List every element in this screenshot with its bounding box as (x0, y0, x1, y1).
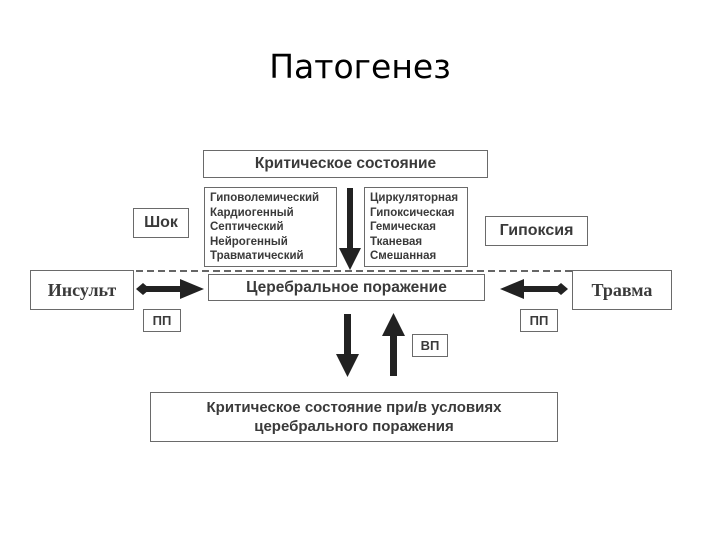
result-box: Критическое состояние при/в условиях цер… (150, 392, 558, 442)
hypoxia-type-item: Гемическая (370, 221, 436, 233)
result-line-2: церебрального поражения (254, 418, 454, 435)
pp-left-box: ПП (143, 309, 181, 332)
trauma-label: Травма (591, 279, 653, 300)
page-title: Патогенез (269, 47, 451, 86)
pp-right-box: ПП (520, 309, 558, 332)
arrow-down-to-result (336, 314, 359, 377)
vp-label: ВП (420, 338, 440, 353)
critical-state-box: Критическое состояние (203, 150, 488, 178)
arrow-trauma-to-cerebral (500, 279, 568, 299)
hypoxia-label: Гипоксия (499, 222, 574, 239)
hypoxia-type-item: Смешанная (370, 250, 437, 262)
arrow-down-to-cerebral (339, 188, 361, 270)
hypoxia-type-item: Гипоксическая (370, 206, 455, 219)
stroke-box: Инсульт (30, 270, 134, 310)
hypoxia-types-box: Циркуляторная Гипоксическая Гемическая Т… (364, 187, 468, 267)
shock-type-item: Кардиогенный (210, 206, 294, 219)
shock-types-box: Гиповолемический Кардиогенный Септически… (204, 187, 337, 267)
arrow-up-from-result (382, 313, 405, 376)
hypoxia-box: Гипоксия (485, 216, 588, 246)
pp-left-label: ПП (152, 313, 172, 328)
stroke-label: Инсульт (47, 279, 117, 300)
shock-label: Шок (144, 214, 178, 231)
hypoxia-type-item: Тканевая (370, 235, 423, 248)
shock-type-item: Гиповолемический (210, 192, 320, 204)
result-line-1: Критическое состояние при/в условиях (206, 399, 502, 416)
shock-type-item: Травматический (210, 250, 304, 262)
arrow-stroke-to-cerebral (136, 279, 204, 299)
trauma-box: Травма (572, 270, 672, 310)
hypoxia-type-item: Циркуляторная (370, 192, 459, 204)
critical-state-label: Критическое состояние (254, 155, 437, 172)
cerebral-damage-box: Церебральное поражение (208, 274, 485, 301)
shock-type-item: Септический (210, 221, 284, 233)
vp-box: ВП (412, 334, 448, 357)
shock-box: Шок (133, 208, 189, 238)
shock-type-item: Нейрогенный (210, 235, 288, 248)
cerebral-damage-label: Церебральное поражение (246, 278, 447, 296)
pp-right-label: ПП (529, 313, 549, 328)
